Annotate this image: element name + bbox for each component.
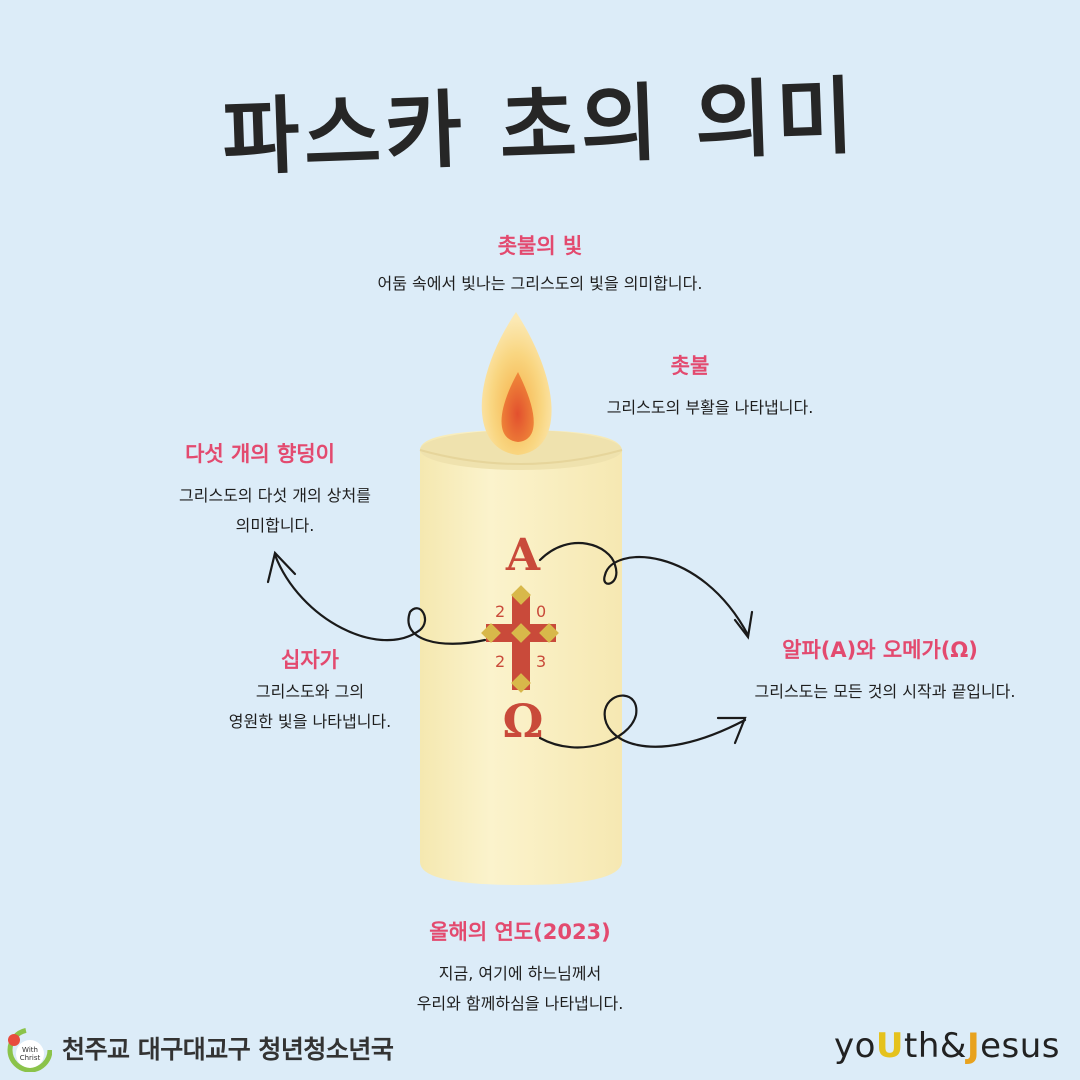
omega-symbol: Ω	[502, 694, 544, 748]
alpha-omega-text: 그리스도는 모든 것의 시작과 끝입니다.	[754, 682, 1016, 701]
brand-logo: yoUth&Jesus	[833, 1026, 1060, 1066]
svg-text:With: With	[22, 1046, 38, 1054]
year-digit-3: 2	[495, 652, 506, 671]
year-digit-2: 0	[536, 602, 547, 621]
flame-icon	[481, 312, 552, 455]
flame-heading: 촛불	[670, 354, 710, 378]
flame-light-heading: 촛불의 빛	[497, 234, 583, 258]
year-digit-1: 2	[495, 602, 506, 621]
svg-text:Christ: Christ	[20, 1054, 41, 1062]
year-heading: 올해의 연도(2023)	[429, 920, 611, 944]
cross-heading: 십자가	[281, 648, 339, 672]
organization-name: 천주교 대구대교구 청년청소년국	[62, 1035, 394, 1064]
alpha-omega-heading: 알파(A)와 오메가(Ω)	[782, 638, 978, 662]
incense-text-1: 그리스도의 다섯 개의 상처를	[179, 486, 371, 505]
flame-light-text: 어둠 속에서 빛나는 그리스도의 빛을 의미합니다.	[377, 274, 703, 293]
incense-text-2: 의미합니다.	[235, 516, 315, 535]
with-christ-logo-icon: With Christ	[7, 1027, 52, 1072]
year-text-2: 우리와 함께하심을 나타냅니다.	[416, 994, 624, 1013]
year-digit-4: 3	[536, 652, 547, 671]
year-text-1: 지금, 여기에 하느님께서	[438, 964, 602, 983]
flame-text: 그리스도의 부활을 나타냅니다.	[606, 398, 814, 417]
incense-grains	[481, 585, 559, 693]
organization-footer: With Christ 천주교 대구대교구 청년청소년국	[4, 1022, 394, 1074]
incense-heading: 다섯 개의 향덩이	[185, 442, 335, 466]
alpha-symbol: A	[505, 530, 541, 581]
cross-text-1: 그리스도와 그의	[255, 682, 365, 701]
arrows	[266, 542, 754, 749]
cross-text-2: 영원한 빛을 나타냅니다.	[228, 712, 392, 731]
